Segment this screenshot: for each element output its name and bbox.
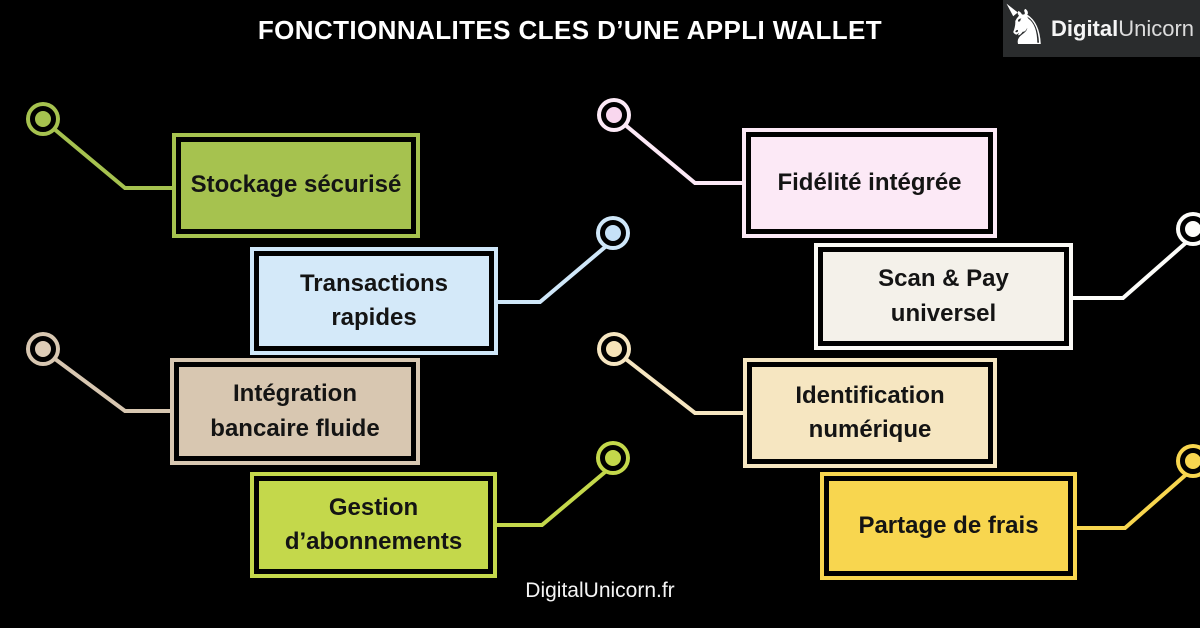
feature-box-fidelite-integree: Fidélité intégrée (742, 128, 997, 238)
brand-logo: ♞ DigitalUnicorn (1003, 0, 1200, 57)
website-url: DigitalUnicorn.fr (525, 579, 675, 602)
unicorn-horn-icon (1004, 1, 1018, 17)
connector-dot-partage-frais (1180, 448, 1200, 474)
feature-box-stockage-securise: Stockage sécurisé (172, 133, 420, 238)
connector-dot-stockage-securise (30, 106, 56, 132)
brand-name-bold: Digital (1051, 15, 1119, 41)
connector-dot-gestion-abonnements (600, 445, 626, 471)
connector-dot-identification-numerique (601, 336, 627, 362)
connector-dot-transactions-rapides (600, 220, 626, 246)
connector-line-scan-pay (1060, 231, 1199, 300)
connector-dot-integration-bancaire (30, 336, 56, 362)
brand-name: DigitalUnicorn (1051, 16, 1194, 42)
page-title: FONCTIONNALITES CLES D’UNE APPLI WALLET (257, 15, 883, 45)
feature-box-identification-numerique: Identification numérique (743, 358, 997, 468)
connector-line-gestion-abonnements (485, 460, 619, 527)
connector-line-stockage-securise (45, 121, 185, 190)
feature-box-gestion-abonnements: Gestion d’abonnements (250, 472, 497, 578)
feature-box-partage-frais: Partage de frais (820, 472, 1077, 580)
feature-box-scan-pay: Scan & Pay universel (814, 243, 1073, 350)
connector-line-integration-bancaire (45, 351, 185, 413)
connector-dot-scan-pay (1180, 216, 1200, 242)
connector-line-transactions-rapides (485, 235, 619, 304)
brand-name-light: Unicorn (1118, 15, 1195, 41)
feature-box-transactions-rapides: Transactions rapides (250, 247, 498, 355)
unicorn-icon: ♞ (1004, 0, 1049, 56)
connector-dot-fidelite-integree (601, 102, 627, 128)
connector-line-fidelite-integree (616, 117, 756, 185)
feature-box-integration-bancaire: Intégration bancaire fluide (170, 358, 420, 465)
connector-line-partage-frais (1062, 463, 1199, 530)
connector-line-identification-numerique (616, 351, 757, 415)
